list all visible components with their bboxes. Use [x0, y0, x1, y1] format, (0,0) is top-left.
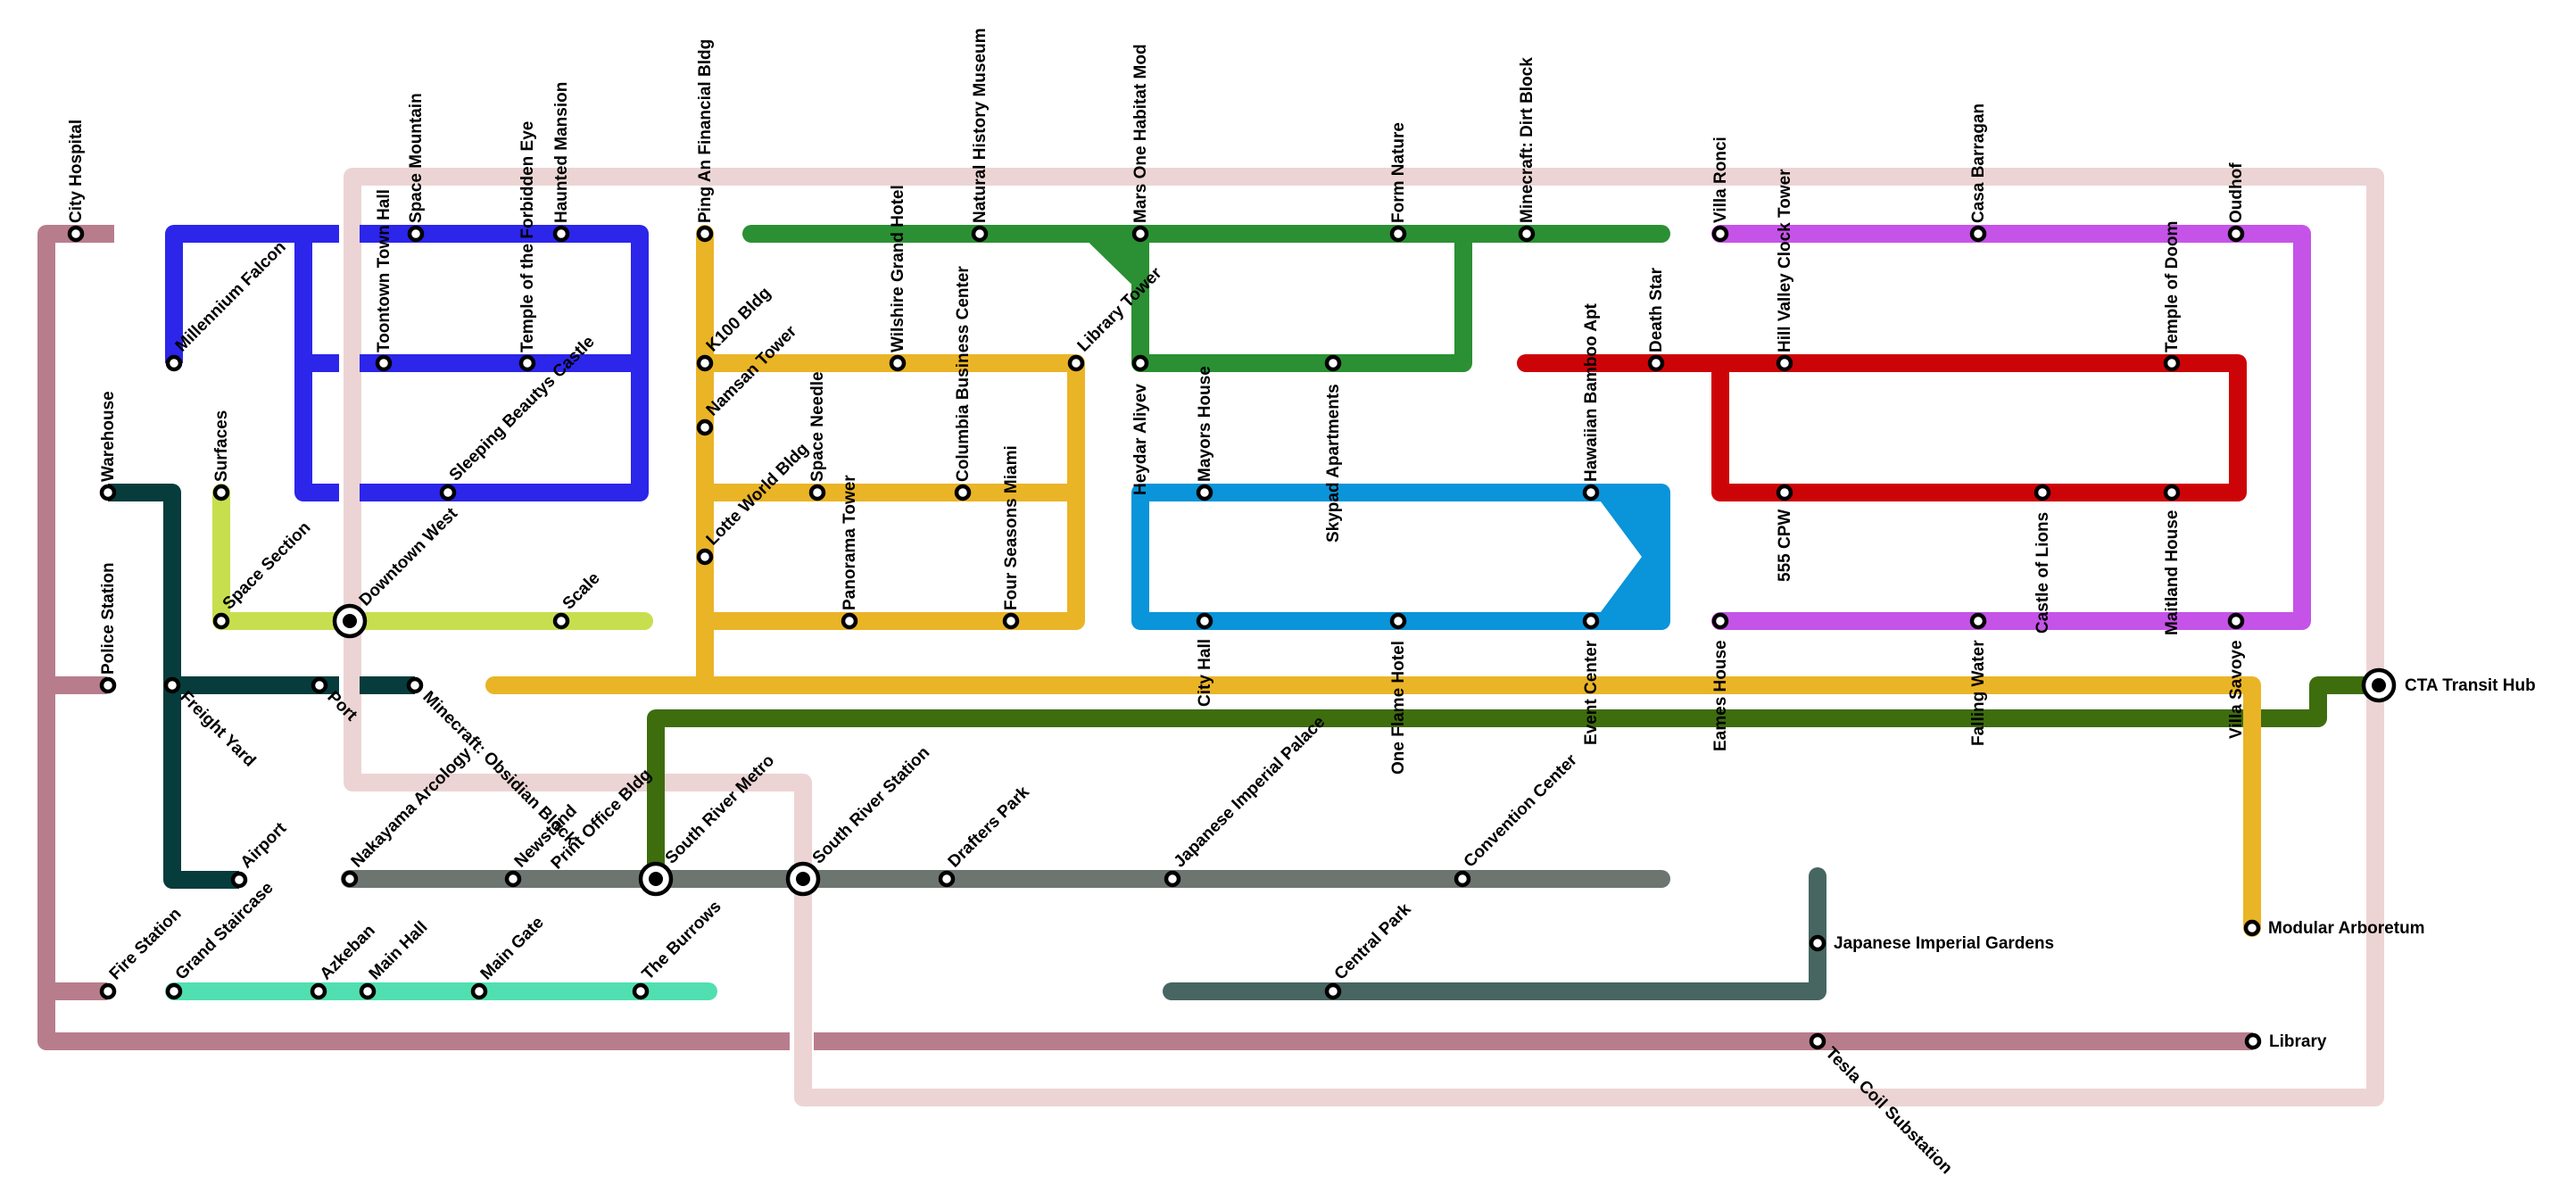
station-temple-of-doom[interactable]: Temple of Doom	[2163, 221, 2182, 372]
station-heydar-aliyev[interactable]: Heydar Aliyev	[1131, 354, 1150, 495]
station-natural-history[interactable]: Natural History Museum	[971, 28, 990, 243]
station-oudhof[interactable]: Oudhof	[2227, 162, 2246, 243]
station-form-nature[interactable]: Form Nature	[1389, 122, 1408, 243]
station-label: Modular Arboretum	[2268, 919, 2425, 938]
station-space-mountain[interactable]: Space Mountain	[407, 93, 426, 243]
station-columbia-business[interactable]: Columbia Business Center	[954, 266, 973, 501]
station-death-star[interactable]: Death Star	[1647, 267, 1666, 372]
station-library[interactable]: Library	[2244, 1032, 2327, 1051]
station-label: Columbia Business Center	[954, 266, 973, 482]
station-label: Warehouse	[99, 391, 118, 482]
line-green	[742, 225, 1670, 372]
station-space-needle[interactable]: Space Needle	[808, 371, 827, 501]
station-label: Four Seasons Miami	[1002, 445, 1021, 610]
station-label: 555 CPW	[1776, 510, 1794, 582]
station-label: Eames House	[1711, 640, 1730, 751]
green-junction-wedge	[1071, 225, 1147, 299]
station-label: CTA Transit Hub	[2405, 676, 2536, 695]
station-label: Heydar Aliyev	[1131, 384, 1150, 495]
station-city-hall[interactable]: City Hall	[1196, 612, 1214, 707]
station-label: Natural History Museum	[971, 28, 990, 223]
station-label: Falling Water	[1969, 640, 1988, 746]
station-555-cpw[interactable]: 555 CPW	[1776, 484, 1794, 582]
station-eames-house[interactable]: Eames House	[1711, 612, 1730, 751]
line-red	[1517, 354, 2247, 501]
station-japanese-imperial-gardens[interactable]: Japanese Imperial Gardens	[1809, 934, 2054, 953]
station-modular-arboretum[interactable]: Modular Arboretum	[2243, 919, 2425, 938]
station-label: Police Station	[99, 562, 118, 675]
station-one-flame[interactable]: One Flame Hotel	[1389, 612, 1408, 775]
station-surfaces[interactable]: Surfaces	[212, 410, 231, 501]
station-label: Temple of Doom	[2163, 221, 2182, 352]
station-hawaiian-bamboo[interactable]: Hawaiian Bamboo Apt	[1582, 302, 1601, 501]
station-label: Hill Valley Clock Tower	[1776, 169, 1794, 352]
station-label: Death Star	[1647, 267, 1666, 352]
station-label: Library	[2269, 1032, 2327, 1051]
station-villa-ronci[interactable]: Villa Ronci	[1711, 137, 1730, 243]
station-label: Toontown Town Hall	[375, 189, 393, 352]
station-label: Mayors House	[1196, 366, 1214, 482]
station-label: Mars One Habitat Mod	[1131, 44, 1150, 223]
station-label: One Flame Hotel	[1389, 641, 1408, 775]
station-label: Minecraft: Dirt Block	[1518, 57, 1536, 223]
station-skypad[interactable]: Skypad Apartments	[1324, 354, 1343, 543]
station-toontown-town-hall[interactable]: Toontown Town Hall	[375, 189, 393, 372]
line-blue	[165, 225, 649, 501]
station-label: Villa Ronci	[1711, 137, 1730, 223]
station-warehouse[interactable]: Warehouse	[99, 391, 118, 501]
station-label: Hawaiian Bamboo Apt	[1582, 302, 1601, 482]
station-label: Form Nature	[1389, 122, 1408, 223]
station-label: Casa Barragan	[1969, 104, 1988, 223]
station-label: Wilshire Grand Hotel	[889, 185, 907, 352]
station-label: Villa Savoye	[2227, 640, 2246, 739]
station-minecraft-dirt[interactable]: Minecraft: Dirt Block	[1518, 57, 1536, 243]
station-label: Skypad Apartments	[1324, 384, 1343, 543]
station-casa-barragan[interactable]: Casa Barragan	[1969, 104, 1988, 243]
station-label: Space Mountain	[407, 93, 426, 223]
line-olive	[647, 676, 2379, 879]
station-cta-transit-hub[interactable]: CTA Transit Hub	[2361, 667, 2536, 703]
line-pink-loop	[344, 168, 2384, 1106]
station-label: Japanese Imperial Gardens	[1834, 934, 2054, 953]
station-temple-forbidden-eye[interactable]: Temple of the Forbidden Eye	[518, 121, 537, 372]
station-city-hospital[interactable]: City Hospital	[67, 120, 86, 243]
station-villa-savoye[interactable]: Villa Savoye	[2227, 612, 2246, 739]
station-mars-one[interactable]: Mars One Habitat Mod	[1131, 44, 1150, 243]
station-label: City Hospital	[67, 120, 86, 223]
station-police-station[interactable]: Police Station	[99, 562, 118, 694]
line-slate	[1163, 867, 1826, 1000]
station-castle-of-lions[interactable]: Castle of Lions	[2033, 484, 2052, 634]
station-four-seasons[interactable]: Four Seasons Miami	[1002, 445, 1021, 630]
station-label: Oudhof	[2227, 162, 2246, 223]
station-label: Ping An Financial Bldg	[696, 39, 715, 223]
station-label: Panorama Tower	[841, 475, 859, 610]
station-panorama-tower[interactable]: Panorama Tower	[841, 475, 859, 630]
station-label: Haunted Mansion	[552, 82, 571, 223]
station-wilshire-grand[interactable]: Wilshire Grand Hotel	[889, 185, 907, 372]
line-purple	[1711, 225, 2311, 630]
station-label: Castle of Lions	[2033, 512, 2052, 634]
station-label: City Hall	[1196, 639, 1214, 707]
station-label: Event Center	[1582, 640, 1601, 745]
station-event-center[interactable]: Event Center	[1582, 612, 1601, 745]
station-falling-water[interactable]: Falling Water	[1969, 612, 1988, 746]
station-label: Surfaces	[212, 410, 231, 482]
station-hill-valley[interactable]: Hill Valley Clock Tower	[1776, 169, 1794, 372]
station-label: Maitland House	[2163, 510, 2182, 635]
station-ping-an[interactable]: Ping An Financial Bldg	[696, 39, 715, 243]
station-label: Temple of the Forbidden Eye	[518, 121, 537, 352]
station-label: Space Needle	[808, 371, 827, 482]
station-haunted-mansion[interactable]: Haunted Mansion	[552, 82, 571, 243]
station-mayors-house[interactable]: Mayors House	[1196, 366, 1214, 501]
station-maitland-house[interactable]: Maitland House	[2163, 484, 2182, 635]
sky-junction-wedge	[1590, 487, 1667, 626]
